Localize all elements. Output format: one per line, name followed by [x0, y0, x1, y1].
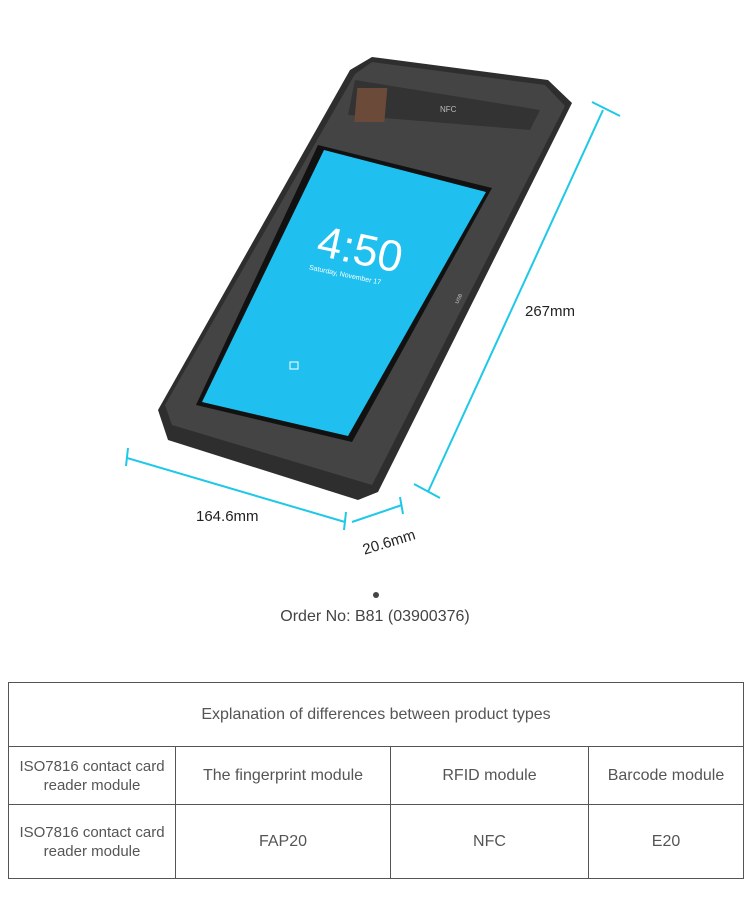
tablet-image: 4:50 Saturday, November 17 NFC USB — [158, 57, 572, 500]
table-cell: The fingerprint module — [175, 746, 391, 805]
table-cell: NFC — [390, 804, 589, 879]
height-dimension: 267mm — [525, 303, 576, 320]
order-number: Order No: B81 (03900376) — [280, 608, 470, 625]
product-illustration: 4:50 Saturday, November 17 NFC USB — [125, 57, 621, 531]
nfc-icon: NFC — [440, 105, 457, 114]
table-row: ISO7816 contact card reader module The f… — [8, 746, 744, 805]
product-types-table: Explanation of differences between produ… — [8, 682, 744, 879]
carousel-dot[interactable] — [373, 592, 379, 598]
table-cell: FAP20 — [175, 804, 391, 879]
table-cell: RFID module — [390, 746, 589, 805]
table-cell: Barcode module — [588, 746, 744, 805]
table-title: Explanation of differences between produ… — [8, 682, 744, 747]
width-dimension: 164.6mm — [196, 508, 259, 525]
usb-port-label: USB — [454, 292, 464, 304]
table-cell: ISO7816 contact card reader module — [8, 746, 176, 805]
table-row: ISO7816 contact card reader module FAP20… — [8, 804, 744, 879]
table-cell: E20 — [588, 804, 744, 879]
dimension-lines — [125, 101, 621, 531]
lock-icon — [289, 361, 299, 370]
table-cell: ISO7816 contact card reader module — [8, 804, 176, 879]
